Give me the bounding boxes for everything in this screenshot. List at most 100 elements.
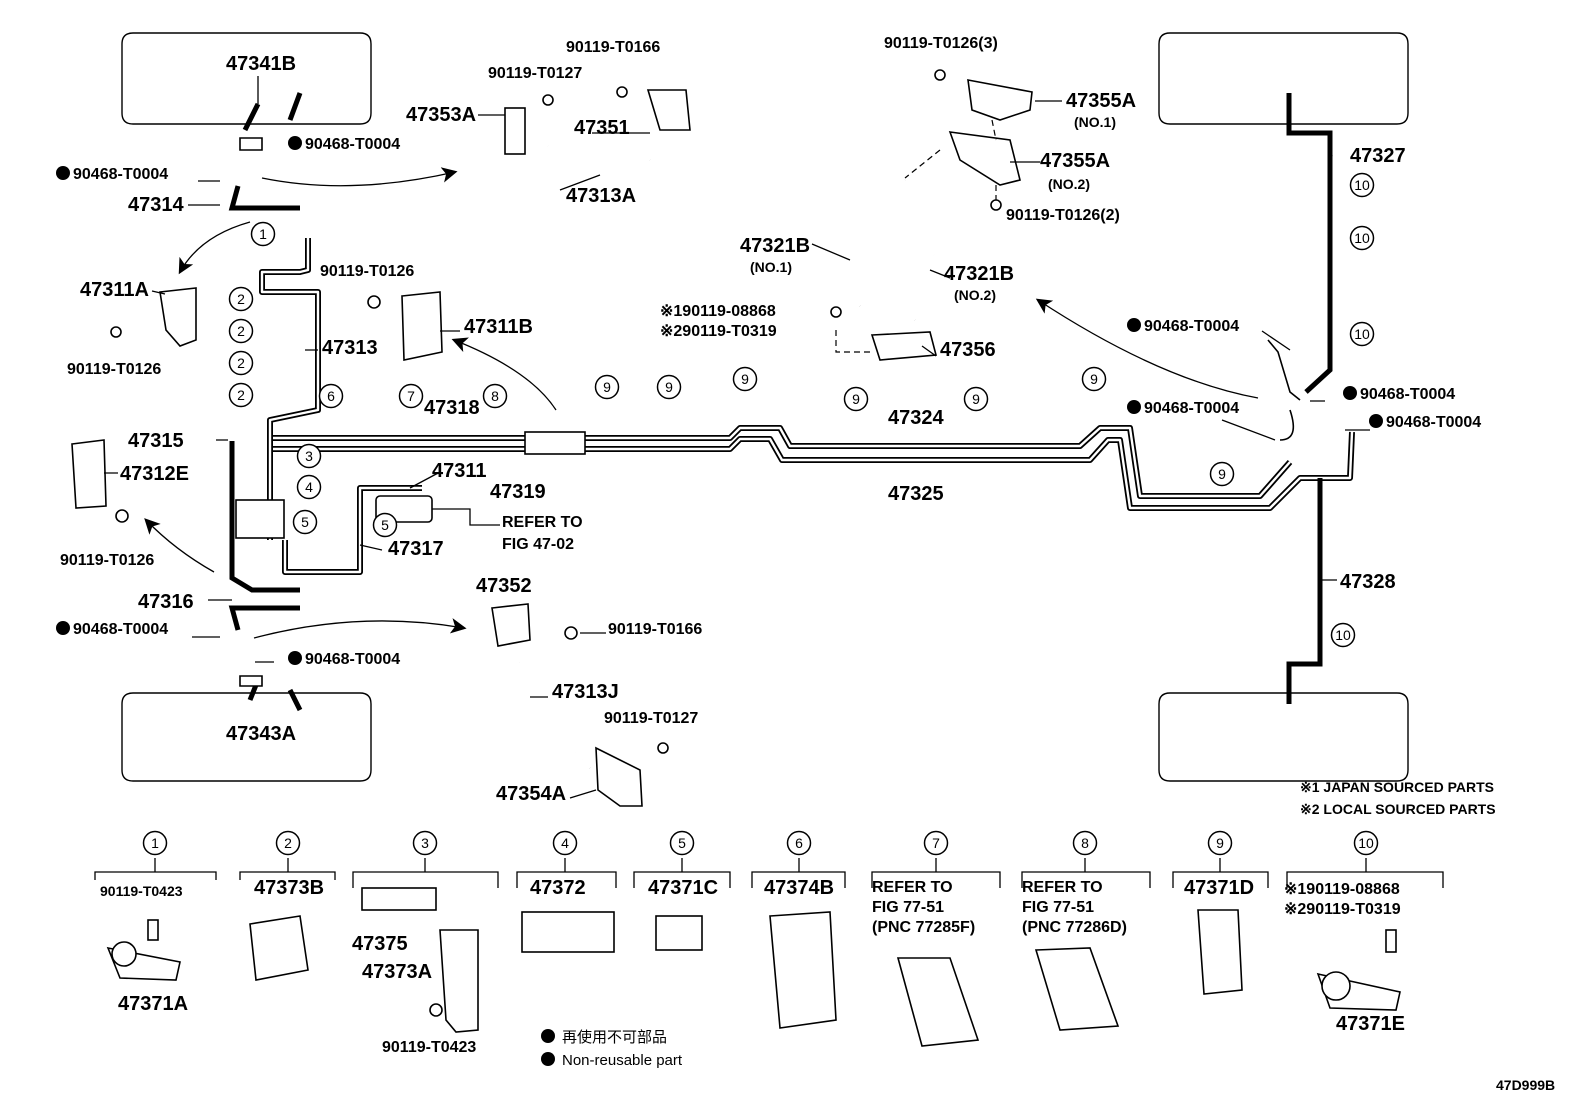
label-90468: 90468-T0004 [305, 136, 400, 153]
svg-text:5: 5 [381, 517, 389, 533]
catalog-callout-7: 7 [923, 830, 949, 856]
label-47319: 47319 [490, 481, 546, 503]
brake-tube-47324 [268, 425, 1293, 499]
non-reusable-dot [541, 1052, 555, 1066]
catalog-callout-8: 8 [1072, 830, 1098, 856]
callout-5: 5 [372, 512, 398, 538]
label-47352: 47352 [476, 575, 532, 597]
svg-text:9: 9 [665, 379, 673, 395]
flow-arrow [1035, 298, 1259, 399]
catalog-label: (PNC 77285F) [872, 919, 975, 936]
label-no1: (NO.1) [750, 259, 792, 275]
bracket-47355A-no1 [967, 79, 1033, 121]
svg-text:1: 1 [151, 835, 159, 851]
label-47314: 47314 [128, 194, 184, 216]
callout-6: 6 [318, 383, 344, 409]
brake-tube-47325 [268, 431, 1355, 511]
callout-10: 10 [1349, 225, 1375, 251]
bracket-47311B [401, 291, 443, 361]
label-90119-T0126: 90119-T0126 [60, 552, 154, 569]
clip-47375-47373A [361, 887, 479, 1033]
label-90119-T0126: 90119-T0126 [320, 263, 414, 280]
label-47343A: 47343A [226, 723, 296, 745]
catalog-label: 47371A [118, 993, 188, 1015]
label-no1: (NO.1) [1074, 114, 1116, 130]
catalog-label: 47371E [1336, 1013, 1405, 1035]
label-90468: 90468-T0004 [305, 651, 400, 668]
clip-47371E [1316, 929, 1401, 1011]
label-no2: (NO.2) [954, 287, 996, 303]
label-47315: 47315 [128, 430, 184, 452]
non-reusable-dot [56, 166, 70, 180]
label-47313A: 47313A [566, 185, 636, 207]
callout-10: 10 [1349, 172, 1375, 198]
label-90468: 90468-T0004 [1144, 400, 1239, 417]
svg-text:6: 6 [327, 388, 335, 404]
junction-47319 [524, 431, 586, 455]
callout-4: 4 [296, 474, 322, 500]
flow-arrow [178, 221, 251, 275]
catalog-callout-4: 4 [552, 830, 578, 856]
bracket-47351 [646, 89, 691, 131]
svg-text:1: 1 [259, 226, 267, 242]
bracket-47352 [491, 603, 531, 647]
bracket-47355A-no2 [948, 131, 1021, 186]
catalog-callout-6: 6 [786, 830, 812, 856]
clip-ref-77286D [1034, 947, 1120, 1031]
flow-arrow [451, 337, 557, 411]
catalog-callout-5: 5 [669, 830, 695, 856]
non-reusable-dot [288, 136, 302, 150]
non-reusable-markers [56, 136, 1383, 1066]
svg-text:10: 10 [1358, 835, 1374, 851]
svg-text:2: 2 [237, 323, 245, 339]
label-90119-T0166: 90119-T0166 [608, 621, 702, 638]
brake-tube-47314 [228, 185, 300, 211]
catalog-label: REFER TO [1022, 879, 1103, 896]
callout-circles: 1 2 2 2 2 6 7 8 3 4 5 5 9 9 9 9 9 9 9 10… [142, 172, 1379, 856]
svg-text:7: 7 [932, 835, 940, 851]
label-90468: 90468-T0004 [1144, 318, 1239, 335]
label-47318: 47318 [424, 397, 480, 419]
clip-catalog-brackets [94, 858, 1444, 888]
clip-47374B [769, 911, 837, 1029]
callout-9: 9 [843, 386, 869, 412]
rear-left-wheel-frame [121, 692, 372, 782]
brake-tube-47328 [1286, 478, 1323, 704]
non-reusable-dot [1127, 400, 1141, 414]
flow-arrow [253, 618, 467, 639]
label-47341B: 47341B [226, 53, 296, 75]
catalog-label: 90119-T0423 [100, 883, 183, 899]
label-90119-T0319: ※290119-T0319 [660, 323, 777, 340]
catalog-label: REFER TO [872, 879, 953, 896]
catalog-label: ※190119-08868 [1284, 881, 1400, 898]
svg-text:9: 9 [1090, 371, 1098, 387]
legend-non-reusable-jp: 再使用不可部品 [562, 1029, 667, 1046]
leader-lines [104, 76, 1370, 799]
clip-47371C [655, 915, 703, 951]
callout-9: 9 [656, 374, 682, 400]
catalog-label: (PNC 77286D) [1022, 919, 1127, 936]
svg-text:9: 9 [1216, 835, 1224, 851]
front-right-wheel-frame [1158, 32, 1409, 125]
svg-text:9: 9 [741, 371, 749, 387]
label-47321B-no2: 47321B [944, 263, 1014, 285]
flex-hose-47341B [242, 92, 303, 132]
catalog-label: 47371C [648, 877, 718, 899]
diagram-code: 47D999B [1496, 1077, 1555, 1093]
svg-text:10: 10 [1354, 230, 1370, 246]
svg-text:5: 5 [678, 835, 686, 851]
part-labels: 47341B 90468-T0004 90468-T0004 47314 473… [60, 35, 1496, 817]
flow-arrow [144, 518, 215, 573]
catalog-label: 47374B [764, 877, 834, 899]
clip-47371A [106, 919, 181, 981]
label-47316: 47316 [138, 591, 194, 613]
svg-text:8: 8 [1081, 835, 1089, 851]
callout-9: 9 [1081, 366, 1107, 392]
label-47351: 47351 [574, 117, 630, 139]
label-90119-T0127: 90119-T0127 [604, 710, 698, 727]
label-90468: 90468-T0004 [73, 621, 168, 638]
catalog-callout-9: 9 [1207, 830, 1233, 856]
label-47328: 47328 [1340, 571, 1396, 593]
